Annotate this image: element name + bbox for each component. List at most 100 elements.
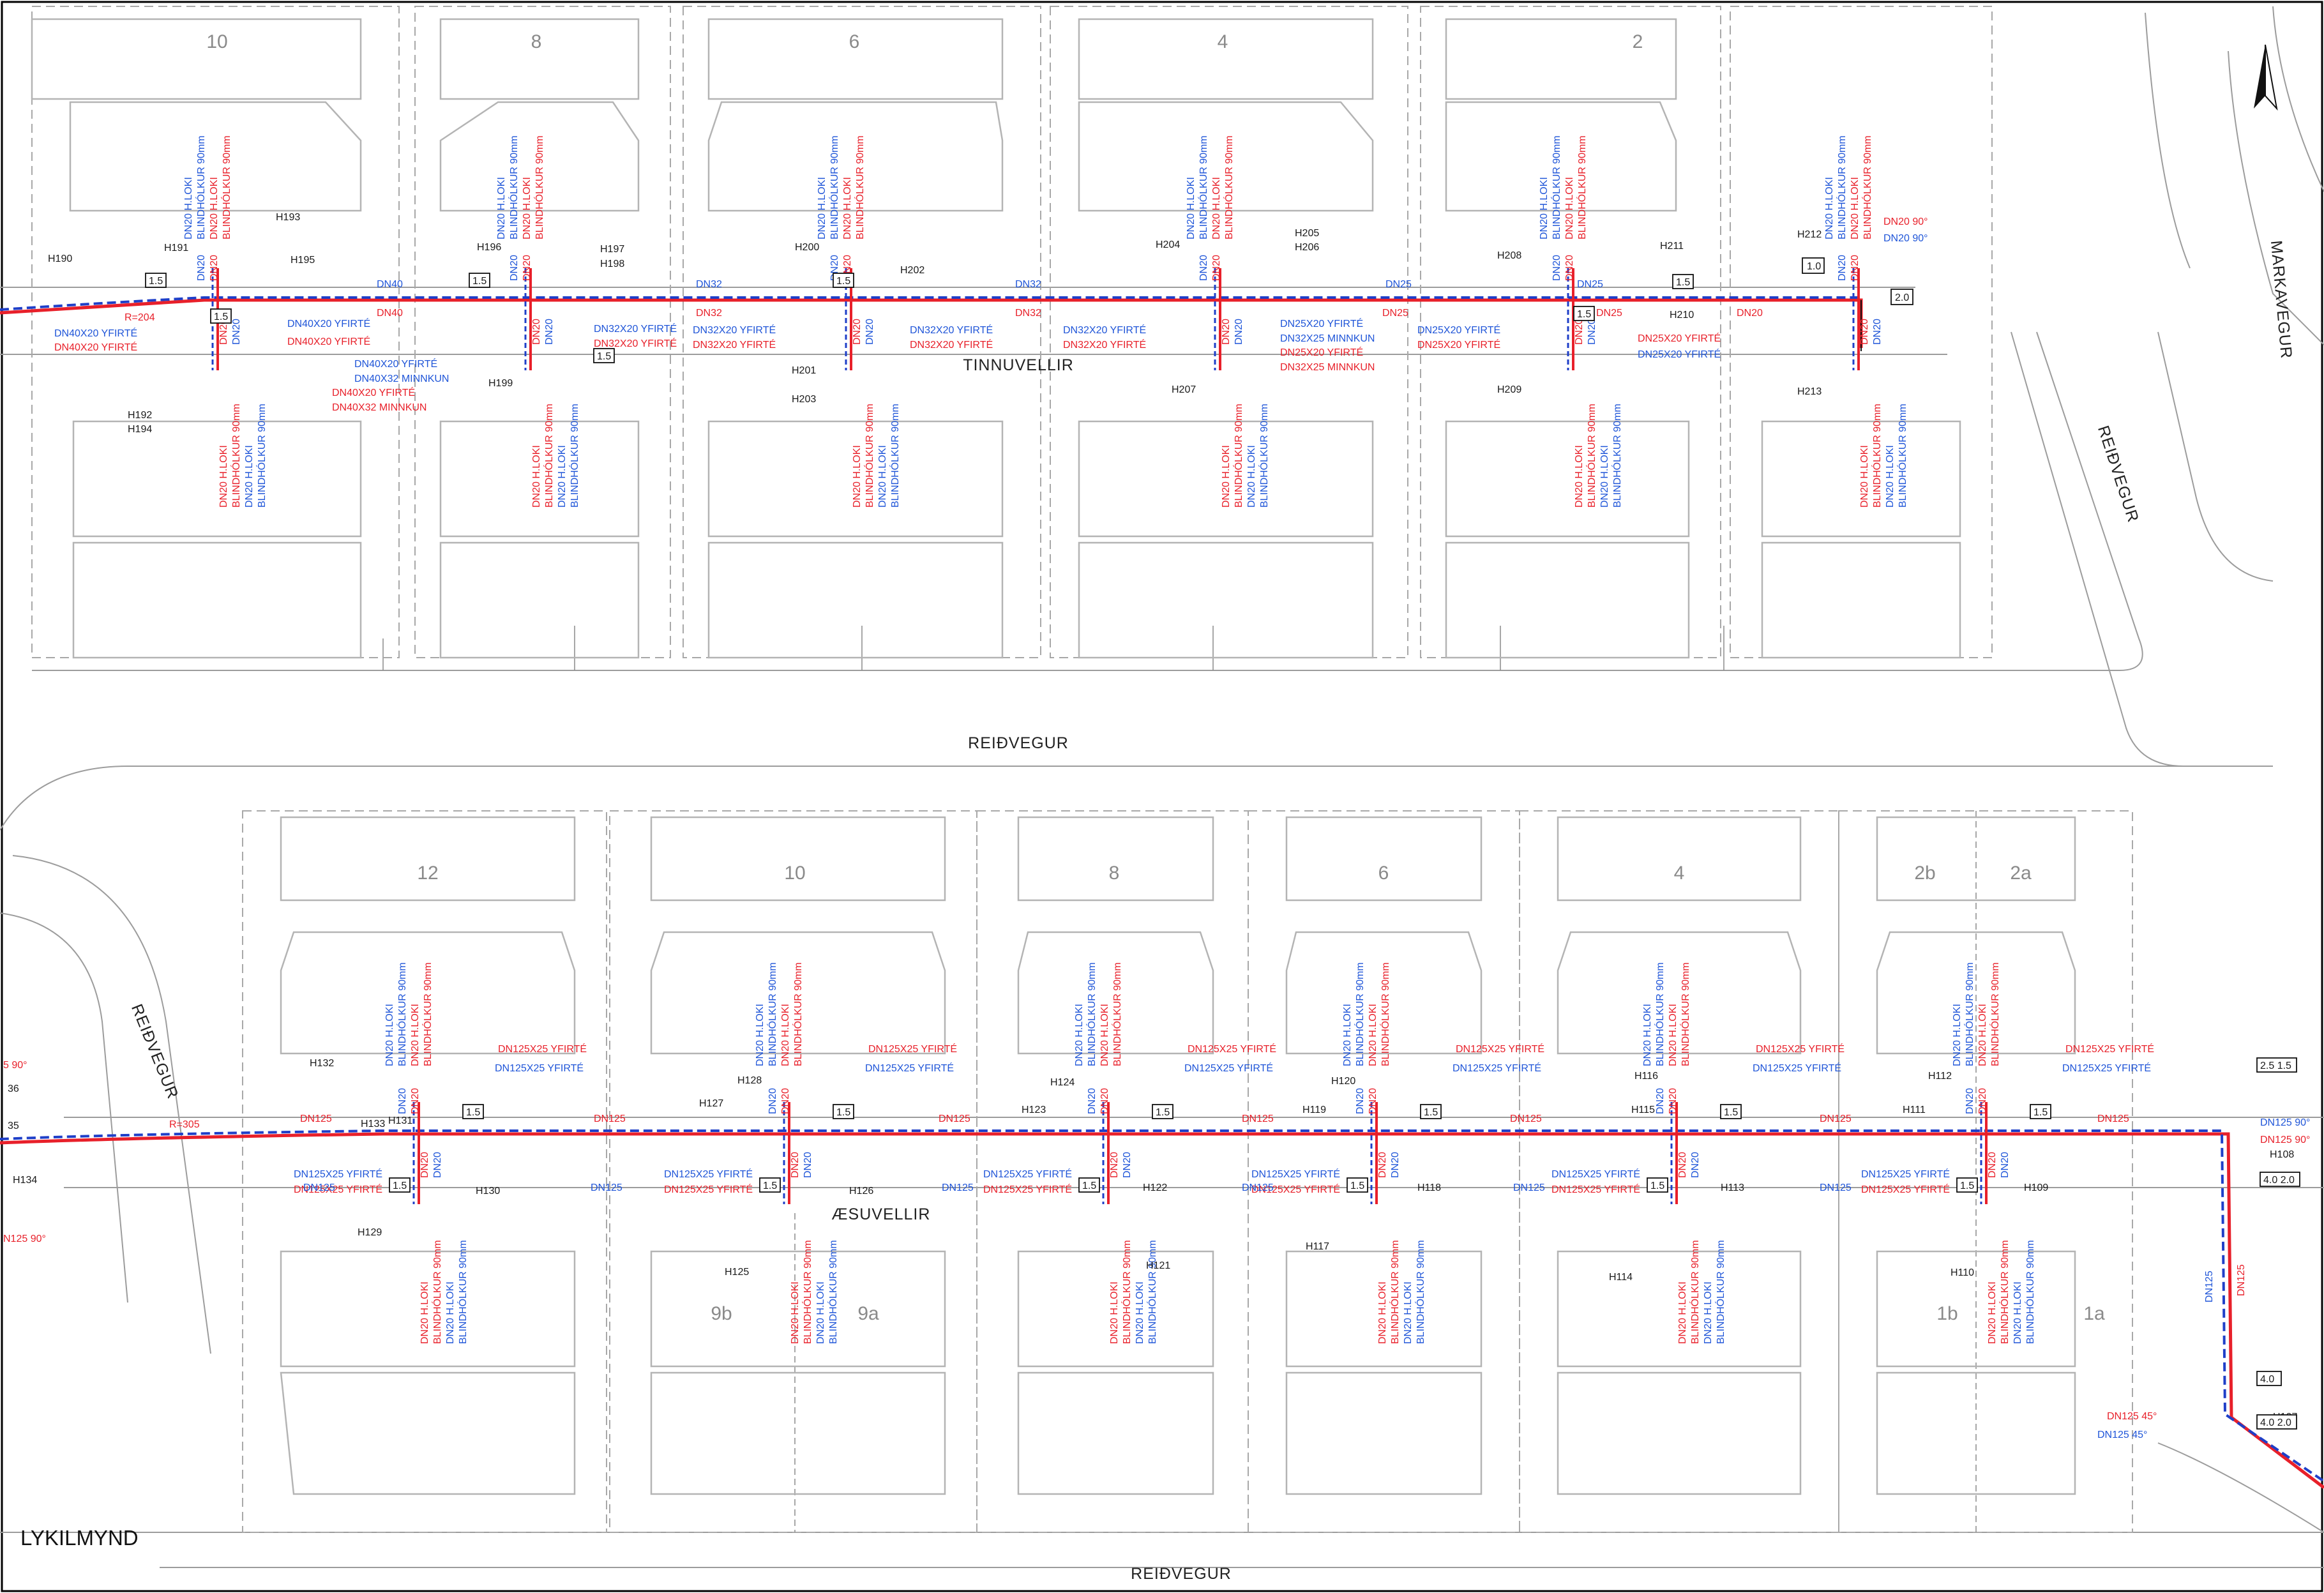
- tee-label: DN125X25 YFIRTÉ: [294, 1168, 382, 1180]
- main-dn-label: DN125: [1820, 1114, 1852, 1124]
- main-dn-label: DN125: [594, 1114, 626, 1124]
- tee-label: DN125X25 YFIRTÉ: [498, 1043, 587, 1055]
- node-label: H108: [2270, 1149, 2294, 1160]
- value-box: [833, 1104, 854, 1119]
- service-label: DN20 H.LOKI: [1859, 445, 1870, 508]
- bottom-main-dn-labels: DN125 DN125 DN125 DN125 DN125 DN125 DN12…: [300, 1114, 2129, 1193]
- service-dn-label: DN20: [1198, 255, 1209, 281]
- node-label: H111: [1903, 1105, 1926, 1115]
- lot-number: 8: [1109, 863, 1120, 884]
- node-label: H203: [792, 394, 816, 405]
- radius-label: R=305: [169, 1119, 200, 1130]
- lot-number: 2: [1633, 31, 1643, 52]
- tee-label: DN125X25 YFIRTÉ: [1861, 1168, 1950, 1180]
- service-label: BLINDHÓLKUR 90mm: [543, 404, 555, 508]
- tee-label: DN125X25 YFIRTÉ: [1188, 1043, 1276, 1055]
- lot-number: 2a: [2010, 863, 2032, 884]
- tee-label: DN32X20 YFIRTÉ: [693, 338, 776, 351]
- lot-number: 2b: [1914, 863, 1935, 884]
- bottom-main-pipe: [0, 1129, 2324, 1489]
- node-label: H127: [699, 1098, 723, 1109]
- service-label: BLINDHÓLKUR 90mm: [1998, 1240, 2011, 1344]
- service-label: BLINDHÓLKUR 90mm: [508, 135, 520, 239]
- main-dn-label: DN40: [377, 308, 403, 319]
- main-dn-label: DN125: [1513, 1182, 1545, 1193]
- service-label: BLINDHÓLKUR 90mm: [1896, 404, 1908, 508]
- node-label: H190: [48, 253, 72, 264]
- street-name-reidvegur-left: REIÐVEGUR: [128, 1002, 182, 1102]
- street-name-aesuvellir: ÆSUVELLIR: [832, 1205, 931, 1223]
- street-name-reidvegur-bottom: REIÐVEGUR: [1131, 1565, 1232, 1583]
- service-dn-label: DN20: [432, 1152, 443, 1178]
- service-dn-label: DN20: [1965, 1088, 1975, 1114]
- tee-label: DN125X25 YFIRTÉ: [1251, 1183, 1340, 1195]
- radius-label: R=204: [124, 312, 155, 323]
- service-dn-label: DN20: [1377, 1152, 1388, 1178]
- street-name-reidvegur: REIÐVEGUR: [968, 734, 1069, 752]
- main-dn-label: DN125: [1242, 1114, 1274, 1124]
- service-label: DN20 H.LOKI: [1668, 1004, 1679, 1066]
- service-dn-label: DN20: [1551, 255, 1562, 281]
- value-box-label: 1.5: [1350, 1181, 1364, 1191]
- service-label: BLINDHÓLKUR 90mm: [1689, 1240, 1701, 1344]
- service-label: DN20 H.LOKI: [557, 445, 568, 508]
- service-dn-label: DN20: [1109, 1152, 1120, 1178]
- lot-number: 1b: [1936, 1303, 1958, 1324]
- service-label: DN20 H.LOKI: [1850, 177, 1860, 239]
- tee-label: DN125X25 YFIRTÉ: [1551, 1183, 1640, 1195]
- tee-label: DN125X25 YFIRTÉ: [294, 1183, 382, 1195]
- main-dn-label: DN125: [1820, 1182, 1852, 1193]
- node-label: H193: [276, 212, 300, 223]
- tee-label: DN32X20 YFIRTÉ: [910, 338, 993, 351]
- node-label: H110: [1950, 1267, 1974, 1278]
- value-box: [2030, 1104, 2051, 1119]
- node-label: H117: [1306, 1241, 1329, 1252]
- tee-label: DN125X25 YFIRTÉ: [2062, 1062, 2151, 1074]
- service-label: BLINDHÓLKUR 90mm: [1861, 135, 1873, 239]
- value-box: [1573, 306, 1595, 321]
- service-dn-label: DN20: [1099, 1088, 1110, 1114]
- value-box-label: 1.5: [836, 1107, 850, 1118]
- service-dn-label: DN20: [864, 319, 875, 345]
- tee-label: DN32X20 YFIRTÉ: [910, 324, 993, 336]
- node-label: H209: [1497, 384, 1521, 395]
- service-label: BLINDHÓLKUR 90mm: [230, 404, 242, 508]
- service-dn-label: DN20: [1677, 1152, 1688, 1178]
- top-lot-numbers: 10 8 6 4 2: [206, 31, 1643, 52]
- service-label: BLINDHÓLKUR 90mm: [456, 1240, 469, 1344]
- service-label: BLINDHÓLKUR 90mm: [1085, 962, 1098, 1066]
- tee-label: DN125X25 YFIRTÉ: [495, 1062, 584, 1074]
- main-dn-label: DN125: [2097, 1114, 2129, 1124]
- top-lots: [31, 6, 1993, 659]
- node-label: H112: [1928, 1071, 1952, 1082]
- service-label: BLINDHÓLKUR 90mm: [801, 1240, 813, 1344]
- service-label: DN20 H.LOKI: [410, 1004, 421, 1066]
- bend-label: DN125 90°: [2260, 1135, 2310, 1145]
- service-label: BLINDHÓLKUR 90mm: [2024, 1240, 2036, 1344]
- service-label: BLINDHÓLKUR 90mm: [421, 962, 434, 1066]
- service-dn-label: DN20: [544, 319, 555, 345]
- value-box-label: 1.5: [1156, 1107, 1170, 1118]
- lot-number: 1a: [2083, 1303, 2105, 1324]
- service-dn-label: DN20: [397, 1088, 408, 1114]
- value-box: [759, 1177, 781, 1193]
- node-label: H114: [1609, 1272, 1633, 1283]
- node-label: H213: [1797, 386, 1822, 397]
- value-box: [1956, 1177, 1978, 1193]
- service-dn-label: DN20: [1574, 319, 1585, 345]
- main-dn-label: DN125: [2236, 1264, 2247, 1296]
- service-label: DN20 H.LOKI: [1564, 177, 1575, 239]
- service-dn-label: DN20: [1690, 1152, 1701, 1178]
- tee-label: DN125X25 YFIRTÉ: [2065, 1043, 2154, 1055]
- node-label: H206: [1295, 242, 1319, 253]
- service-label: DN20 H.LOKI: [1109, 1281, 1120, 1344]
- service-dn-label: DN20: [1564, 255, 1575, 281]
- main-dn-label: DN125: [942, 1182, 974, 1193]
- node-label: H191: [164, 243, 188, 253]
- service-label: DN20 H.LOKI: [384, 1004, 395, 1066]
- service-dn-label: DN20: [1850, 255, 1860, 281]
- node-label: H192: [128, 410, 152, 421]
- value-box-label: 1.5: [1577, 309, 1591, 320]
